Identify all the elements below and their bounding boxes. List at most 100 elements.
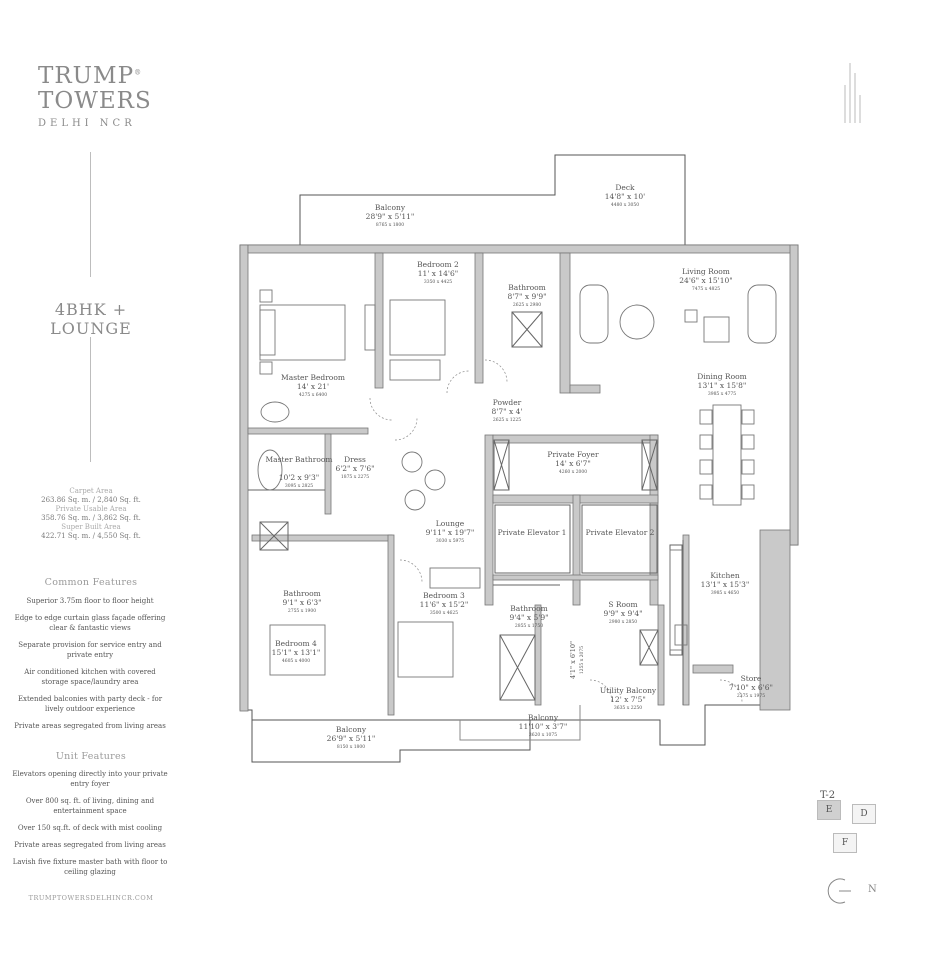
room-dim: 11'6" x 15'2" — [420, 600, 469, 609]
feature-item: Edge to edge curtain glass façade offeri… — [14, 614, 166, 632]
area-summary: Carpet Area 263.86 Sq. m. / 2,840 Sq. ft… — [12, 487, 170, 541]
room-name: Bathroom — [508, 283, 546, 292]
area-value: 263.86 Sq. m. / 2,840 Sq. ft. — [41, 496, 141, 504]
room-mm: 2625 x 1225 — [493, 417, 521, 423]
bedroom4-bed — [269, 624, 326, 676]
room-dim: 14' x 6'7" — [555, 459, 591, 468]
room-dim: 28'9" x 5'11" — [366, 212, 415, 221]
coffee-table — [619, 304, 655, 340]
dining-table — [712, 404, 742, 506]
deck-outline — [299, 154, 686, 245]
room-mm: 3030 x 5975 — [436, 538, 464, 544]
room-dim: 14'8" x 10' — [605, 192, 645, 201]
key-plan-e: E — [817, 800, 841, 820]
common-features-list: Superior 3.75m floor to floor height Edg… — [10, 596, 170, 738]
room-dim: 7'10" x 6'6" — [729, 683, 773, 692]
room-dim: 9'9" x 9'4" — [603, 609, 642, 618]
room-mm: 8765 x 1800 — [376, 222, 404, 228]
room-name: Master Bathroom — [266, 455, 333, 464]
room-name: Private Foyer — [547, 450, 599, 459]
feature-item: Extended balconies with party deck - for… — [17, 695, 163, 713]
room-name: S Room — [608, 600, 637, 609]
room-name: Store — [741, 674, 762, 683]
north-label: N — [868, 884, 877, 895]
feature-item: Private areas segregated from living are… — [14, 841, 166, 849]
sofa-left — [579, 284, 609, 344]
elevator-2-shaft — [581, 504, 658, 574]
divider-line — [90, 337, 91, 462]
room-name: Balcony — [528, 713, 559, 722]
tower-label: T-2 — [820, 790, 836, 801]
feature-item: Over 800 sq. ft. of living, dining and e… — [25, 797, 155, 815]
feature-item: Separate provision for service entry and… — [18, 641, 162, 659]
key-plan-d: D — [852, 804, 876, 824]
room-name: Dining Room — [697, 372, 746, 381]
room-mm: 1255 x 2075 — [579, 646, 585, 674]
room-dim: 9'4" x 5'9" — [509, 613, 548, 622]
feature-item: Over 150 sq.ft. of deck with mist coolin… — [17, 824, 163, 832]
room-dim: 10'2 x 9'3" — [279, 473, 319, 482]
feature-item: Private areas segregated from living are… — [14, 722, 166, 730]
area-value: 422.71 Sq. m. / 4,550 Sq. ft. — [41, 532, 141, 540]
room-mm: 3985 x 4775 — [708, 391, 736, 397]
room-dim: 15'1" x 13'1" — [272, 648, 321, 657]
room-mm: 3985 x 4650 — [711, 590, 739, 596]
brand-trump: TRUMP® — [38, 63, 143, 89]
room-dim: 8'7" x 9'9" — [507, 292, 546, 301]
room-mm: 3620 x 1075 — [529, 732, 557, 738]
room-dim: 13'1" x 15'3" — [701, 580, 750, 589]
bedroom2-bed — [389, 299, 446, 356]
building-logo-icon — [844, 63, 861, 123]
area-label: Carpet Area — [69, 487, 113, 495]
master-bed — [259, 304, 346, 361]
room-mm: 3350 x 4425 — [424, 279, 452, 285]
feature-item: Elevators opening directly into your pri… — [12, 770, 168, 788]
brand-towers: TOWERS — [38, 88, 152, 114]
area-label: Private Usable Area — [55, 505, 127, 513]
room-mm: 7475 x 4825 — [692, 286, 720, 292]
key-plan-f: F — [833, 833, 857, 853]
bathtub — [257, 449, 283, 491]
bedroom3-bed — [397, 621, 454, 678]
room-mm: 2755 x 1900 — [288, 608, 316, 614]
room-dim: 12' x 7'5" — [610, 695, 646, 704]
room-dim: 4'1" x 6'10" — [569, 641, 577, 679]
wall — [239, 244, 249, 712]
room-name: Bathroom — [283, 589, 321, 598]
room-name: Balcony — [336, 725, 367, 734]
room-name: Powder — [493, 398, 522, 407]
area-label: Super Built Area — [61, 523, 121, 531]
elevator-1-shaft — [494, 504, 571, 574]
room-name: Private Elevator 2 — [586, 528, 655, 537]
room-name: Bedroom 4 — [275, 639, 317, 648]
lounge-sofa — [429, 567, 481, 589]
common-features-title: Common Features — [44, 577, 138, 588]
floor-plan: Balcony 28'9" x 5'11" 8765 x 1800 Deck 1… — [239, 154, 799, 763]
room-mm: 3095 x 2825 — [285, 483, 313, 489]
room-mm: 3500 x 4625 — [430, 610, 458, 616]
room-name: Utility Balcony — [600, 686, 657, 695]
room-mm: 2375 x 1975 — [737, 693, 765, 699]
room-name: Balcony — [375, 203, 406, 212]
room-name: Deck — [615, 183, 635, 192]
room-mm: 4480 x 3050 — [611, 202, 639, 208]
room-mm: 8150 x 1800 — [337, 744, 365, 750]
feature-item: Air conditioned kitchen with covered sto… — [24, 668, 156, 686]
balcony-outline — [251, 710, 531, 763]
area-value: 358.76 Sq. m. / 3,862 Sq. ft. — [41, 514, 141, 522]
room-mm: 1875 x 2275 — [341, 474, 369, 480]
room-dim: 8'7" x 4' — [492, 407, 523, 416]
divider-line — [90, 152, 91, 277]
room-name: Master Bedroom — [281, 373, 345, 382]
room-name: Bathroom — [510, 604, 548, 613]
room-name: Dress — [344, 455, 366, 464]
feature-item: Lavish five fixture master bath with flo… — [12, 858, 168, 876]
website-link[interactable]: TRUMPTOWERSDELHINCR.COM — [28, 894, 154, 902]
room-dim: 9'11" x 19'7" — [426, 528, 475, 537]
room-name: Bedroom 2 — [417, 260, 459, 269]
room-dim: 9'1" x 6'3" — [282, 598, 321, 607]
room-dim: 11' x 14'6" — [418, 269, 458, 278]
room-mm: 2855 x 1750 — [515, 623, 543, 629]
unit-features-title: Unit Features — [55, 751, 127, 762]
room-dim: 24'6" x 15'10" — [679, 276, 732, 285]
